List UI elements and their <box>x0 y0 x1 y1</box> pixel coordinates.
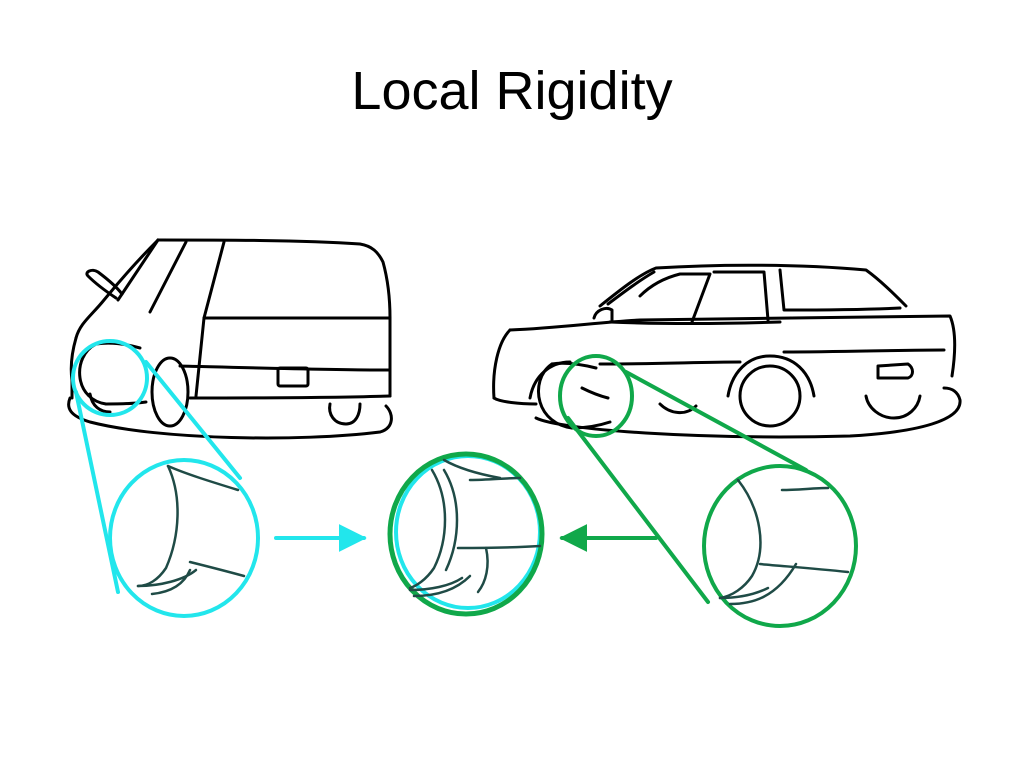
sedan-windshield <box>606 270 656 306</box>
sedan-rear-arch <box>726 354 816 398</box>
cyan-zoom-circle <box>108 458 260 618</box>
sedan-drawing <box>492 263 962 439</box>
sedan-trim-rear <box>782 348 946 354</box>
van-roof <box>156 238 392 320</box>
sedan-mirror <box>592 306 614 324</box>
van-ground-shadow <box>67 396 393 440</box>
cyan-zoom-detail <box>136 464 246 596</box>
cyan-zoom-callout <box>71 339 260 618</box>
sedan-headlight <box>537 361 612 430</box>
sedan-rear-window <box>712 270 770 322</box>
cyan-connector-right <box>144 360 242 480</box>
green-zoom-callout <box>558 354 858 628</box>
sedan-nose <box>492 328 512 400</box>
van-rear-lower <box>194 316 206 398</box>
sedan-tail-arch <box>864 394 922 420</box>
sedan-taillight <box>876 362 914 380</box>
green-connector-right <box>624 370 808 472</box>
merged-detail <box>408 458 542 598</box>
sedan-ground-shadow <box>492 396 538 406</box>
sedan-underbody <box>534 386 962 439</box>
sedan-front-window <box>638 272 712 324</box>
merged-zoom <box>387 451 545 617</box>
green-connector-left <box>566 416 710 604</box>
sedan-c-pillar <box>778 268 902 312</box>
van-mirror <box>85 268 124 300</box>
sedan-roof <box>598 263 908 308</box>
merged-green-circle <box>387 451 545 617</box>
van-windshield-front <box>74 238 160 340</box>
green-zoom-detail <box>718 478 850 606</box>
van-drawing <box>67 238 393 440</box>
van-license-plate <box>276 366 310 388</box>
van-b-pillar <box>202 240 226 320</box>
van-a-pillar <box>116 238 160 302</box>
sedan-rear-wheel <box>738 364 802 428</box>
sedan-trim-front <box>598 360 742 366</box>
van-rear-wheel-left <box>328 402 362 426</box>
van-lower-sill <box>188 394 392 400</box>
van-front-wheel <box>150 356 190 428</box>
green-zoom-circle <box>702 464 858 628</box>
slide-title: Local Rigidity <box>351 61 673 121</box>
cyan-source-circle <box>71 339 149 417</box>
sedan-window-sill <box>608 320 782 325</box>
van-front-pillar <box>148 240 188 314</box>
green-source-circle <box>558 354 634 438</box>
sedan-hood <box>508 314 957 378</box>
